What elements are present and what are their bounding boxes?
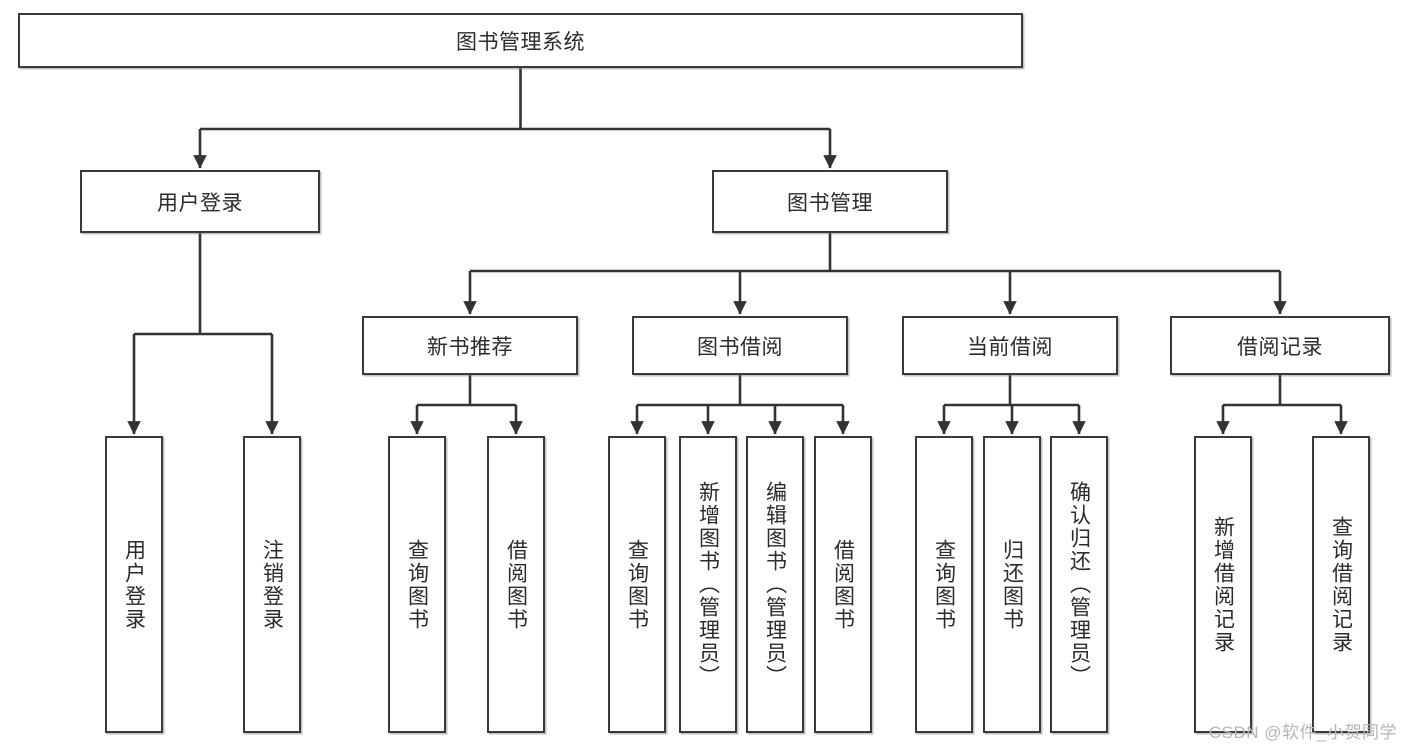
node-leaf-current-return-book[interactable]: 归还图书 — [983, 436, 1041, 733]
node-new-book-recommend[interactable]: 新书推荐 — [362, 316, 578, 375]
node-leaf-recommend-borrow-book[interactable]: 借阅图书 — [487, 436, 545, 733]
node-book-borrow[interactable]: 图书借阅 — [632, 316, 848, 375]
node-leaf-borrow-add-book-label: 新增图书（管理员） — [696, 481, 720, 688]
node-borrow-record[interactable]: 借阅记录 — [1170, 316, 1390, 375]
node-leaf-user-logout[interactable]: 注销登录 — [243, 436, 301, 733]
node-leaf-record-add-label: 新增借阅记录 — [1211, 515, 1235, 654]
node-leaf-current-query-book[interactable]: 查询图书 — [915, 436, 973, 733]
node-leaf-current-query-book-label: 查询图书 — [932, 538, 956, 631]
node-leaf-current-confirm-return[interactable]: 确认归还（管理员） — [1050, 436, 1108, 733]
node-leaf-current-confirm-return-label: 确认归还（管理员） — [1067, 481, 1091, 688]
node-root[interactable]: 图书管理系统 — [18, 13, 1023, 68]
node-leaf-user-login-label: 用户登录 — [122, 538, 146, 631]
node-leaf-record-query[interactable]: 查询借阅记录 — [1312, 436, 1370, 733]
node-leaf-borrow-query-book[interactable]: 查询图书 — [608, 436, 666, 733]
node-leaf-user-login[interactable]: 用户登录 — [105, 436, 163, 733]
node-leaf-borrow-query-book-label: 查询图书 — [625, 538, 649, 631]
node-leaf-record-add[interactable]: 新增借阅记录 — [1194, 436, 1252, 733]
node-leaf-borrow-borrow-book-label: 借阅图书 — [831, 538, 855, 631]
node-book-borrow-label: 图书借阅 — [697, 335, 783, 359]
node-current-borrow[interactable]: 当前借阅 — [902, 316, 1118, 375]
node-leaf-recommend-borrow-book-label: 借阅图书 — [504, 538, 528, 631]
node-borrow-record-label: 借阅记录 — [1237, 335, 1323, 359]
node-book-manage-label: 图书管理 — [787, 191, 873, 215]
node-leaf-borrow-borrow-book[interactable]: 借阅图书 — [814, 436, 872, 733]
node-leaf-recommend-query-book[interactable]: 查询图书 — [388, 436, 446, 733]
node-leaf-borrow-edit-book-label: 编辑图书（管理员） — [763, 481, 787, 688]
node-leaf-current-return-book-label: 归还图书 — [1000, 538, 1024, 631]
node-leaf-record-query-label: 查询借阅记录 — [1329, 515, 1353, 654]
node-root-label: 图书管理系统 — [456, 30, 585, 54]
node-leaf-borrow-add-book[interactable]: 新增图书（管理员） — [679, 436, 737, 733]
node-book-manage[interactable]: 图书管理 — [712, 170, 948, 233]
node-leaf-user-logout-label: 注销登录 — [260, 538, 284, 631]
watermark-text: CSDN @软件_小贺同学 — [1208, 723, 1397, 742]
node-leaf-borrow-edit-book[interactable]: 编辑图书（管理员） — [746, 436, 804, 733]
node-current-borrow-label: 当前借阅 — [967, 335, 1053, 359]
node-new-book-recommend-label: 新书推荐 — [427, 335, 513, 359]
node-leaf-recommend-query-book-label: 查询图书 — [405, 538, 429, 631]
node-user-login[interactable]: 用户登录 — [80, 170, 320, 233]
node-user-login-label: 用户登录 — [157, 191, 243, 215]
